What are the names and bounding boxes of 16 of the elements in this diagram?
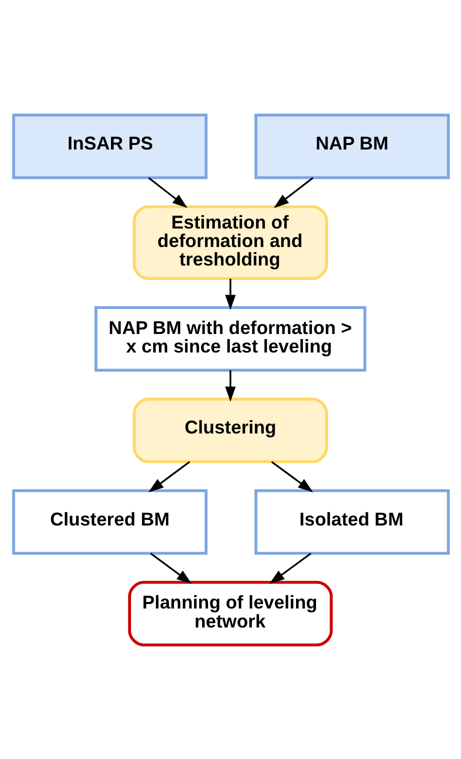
arrow	[150, 552, 192, 584]
arrow	[273, 176, 313, 208]
arrow	[224, 370, 236, 402]
arrow	[148, 176, 187, 208]
node-box: Planning of leveling network	[128, 580, 332, 646]
node-box: Estimation of deformation and tresholding	[132, 204, 328, 280]
arrow	[224, 278, 236, 310]
node-box: NAP BM	[254, 113, 450, 179]
node-box: Isolated BM	[254, 488, 450, 554]
arrow	[268, 552, 311, 584]
node-box: InSAR PS	[12, 113, 208, 179]
arrow	[148, 460, 190, 492]
arrow	[270, 460, 313, 492]
node-box: Clustered BM	[12, 488, 208, 554]
node-box: Clustering	[132, 397, 328, 463]
node-box: NAP BM with deformation > x cm since last leveling	[94, 306, 366, 372]
